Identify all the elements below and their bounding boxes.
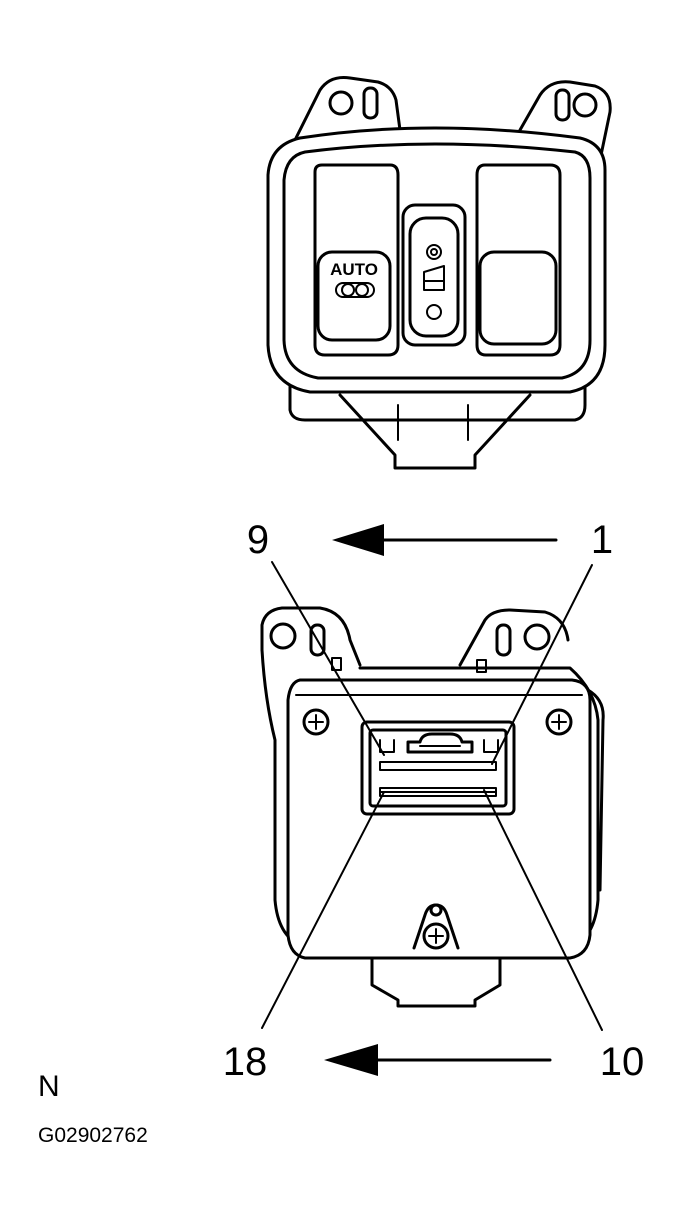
switch-right-slot — [554, 88, 571, 122]
auto-toggle-knob-left — [341, 283, 355, 297]
figure-code: G02902762 — [38, 1124, 148, 1147]
window-switch-bottom-circle — [426, 304, 442, 320]
pin-label-1: 1 — [591, 518, 613, 562]
switch-left-slot — [362, 86, 379, 120]
connector-upper-pin-row — [379, 761, 497, 771]
pin-label-10: 10 — [600, 1040, 645, 1084]
auto-toggle-icon — [335, 282, 375, 298]
rear-right-screw — [545, 708, 573, 736]
switch-rear-view — [260, 606, 605, 1008]
window-switch-rocker — [408, 216, 460, 338]
window-switch-top-dot — [430, 248, 438, 256]
rear-left-slot — [309, 623, 326, 657]
switch-right-recess — [475, 163, 562, 357]
switch-lower-housing — [288, 373, 587, 422]
connector-inner-frame — [368, 728, 508, 808]
rear-right-mount-hole — [523, 623, 551, 651]
rear-bottom-screw-tab — [412, 903, 460, 950]
window-switch-top-circle — [426, 244, 442, 260]
window-icon — [423, 265, 445, 291]
leader-line-pin-9 — [271, 561, 385, 756]
view-letter: N — [38, 1070, 60, 1103]
connector-housing — [360, 720, 516, 816]
blank-button — [478, 250, 558, 346]
switch-left-mounting-tab — [288, 76, 402, 152]
switch-right-mounting-tab — [518, 80, 612, 162]
window-switch-frame — [401, 203, 467, 347]
switch-left-mount-hole — [328, 90, 354, 116]
bottom-direction-arrow — [324, 1044, 552, 1076]
switch-front-view: AUTO — [266, 76, 612, 470]
auto-button-label: AUTO — [330, 260, 378, 279]
switch-left-recess — [313, 163, 400, 357]
leader-line-pin-1 — [491, 564, 593, 765]
leader-line-pin-18 — [261, 791, 385, 1029]
pin-label-9: 9 — [247, 518, 269, 562]
rear-right-marker — [476, 659, 487, 673]
rear-left-screw — [302, 708, 330, 736]
auto-toggle-knob-right — [355, 283, 369, 297]
rear-left-mount-hole — [269, 622, 297, 650]
rear-bottom-hook — [370, 956, 502, 1008]
leader-line-pin-10 — [483, 789, 603, 1031]
rear-right-mounting-tab — [458, 608, 570, 667]
rear-right-side-flange — [586, 688, 605, 892]
switch-bottom-hook — [338, 393, 532, 470]
top-direction-arrow — [332, 524, 558, 556]
switch-right-mount-hole — [572, 92, 598, 118]
connector-left-key — [379, 739, 395, 753]
connector-lock-latch — [406, 732, 474, 754]
rear-left-mounting-tab — [260, 606, 362, 667]
rear-right-slot — [495, 623, 512, 657]
switch-bezel-inner — [282, 142, 592, 380]
connector-right-key — [483, 739, 499, 753]
pin-label-18: 18 — [223, 1040, 268, 1084]
